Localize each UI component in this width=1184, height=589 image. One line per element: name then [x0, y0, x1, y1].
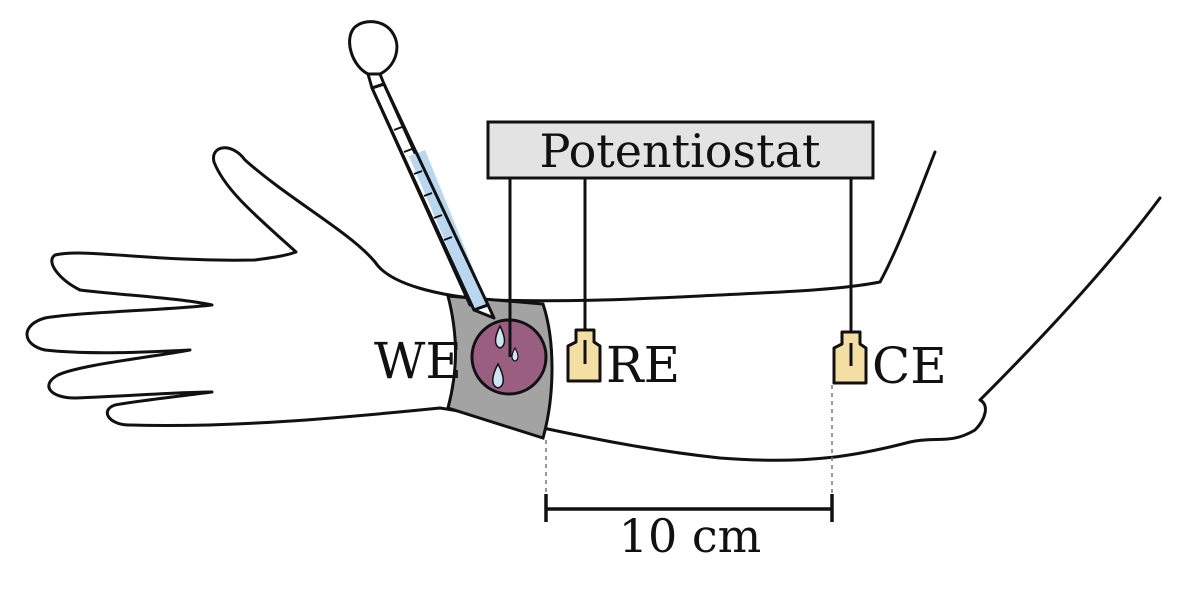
potentiostat-label: Potentiostat — [539, 124, 821, 178]
scale-label: 10 cm — [619, 509, 762, 563]
drop-icon — [511, 346, 519, 362]
guide-lines — [545, 385, 833, 500]
syringe — [348, 20, 496, 320]
drop-icon — [492, 362, 504, 389]
ce-electrode — [832, 330, 868, 385]
we-label: WE — [374, 332, 462, 390]
arm-outline — [25, 146, 1162, 462]
lead-wires — [508, 178, 853, 357]
scale-bar — [544, 494, 834, 522]
potentiostat-box — [486, 120, 875, 180]
drop-icon — [494, 324, 506, 349]
re-electrode — [566, 328, 602, 383]
re-label: RE — [606, 336, 680, 394]
ce-label: CE — [872, 337, 947, 395]
